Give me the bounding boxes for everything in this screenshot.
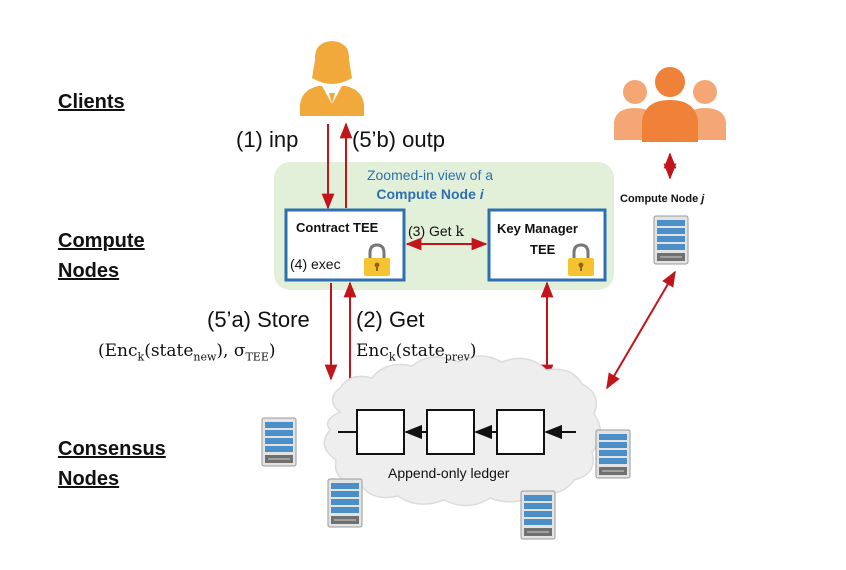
row-label-consensus-nodes: Nodes	[58, 468, 120, 490]
server-icon	[595, 429, 631, 479]
get-key-symbol: k	[455, 224, 464, 240]
server-icon	[261, 417, 297, 467]
compute-node-j-label: Compute Node j	[620, 193, 704, 205]
ledger-block	[356, 409, 405, 455]
zoom-caption-line1: Zoomed-in view of a	[366, 167, 494, 183]
exec-label: (4) exec	[290, 256, 341, 272]
formula-part: ), σ	[216, 341, 246, 361]
zoom-caption: Zoomed-in view of a Compute Node i	[330, 166, 530, 204]
compute-node-j-text: Compute Node	[620, 193, 699, 205]
formula-part: Enc	[356, 341, 389, 361]
store-formula: (Enck(statenew), σTEE)	[98, 341, 276, 363]
output-label: (5’b) outp	[352, 127, 445, 152]
formula-part: )	[469, 341, 477, 361]
server-icon	[520, 490, 556, 540]
row-label-compute: Compute	[58, 230, 145, 252]
ledger-block	[496, 409, 545, 455]
lock-icon	[364, 243, 390, 276]
formula-part: (state	[144, 341, 194, 361]
server-icon	[327, 478, 363, 528]
key-manager-label-line1: Key Manager	[497, 221, 578, 236]
zoom-node-text: Compute Node	[376, 186, 476, 202]
row-label-nodes: Nodes	[58, 260, 120, 282]
formula-part: TEE	[245, 350, 269, 364]
server-icon	[653, 215, 689, 265]
user-icon	[300, 41, 364, 116]
compute-j-ledger-arrow	[606, 270, 676, 390]
lock-icon	[568, 243, 594, 276]
ledger-block	[426, 409, 475, 455]
input-label: (1) inp	[236, 127, 299, 152]
compute-node-j-index: j	[701, 193, 705, 205]
formula-part: k	[388, 350, 396, 364]
get-key-label: (3) Get k	[408, 223, 464, 240]
formula-part: prev	[444, 350, 470, 364]
formula-part: (state	[395, 341, 445, 361]
key-manager-label-line2: TEE	[530, 242, 556, 257]
zoom-node-index: i	[479, 186, 484, 202]
formula-part: (Enc	[98, 341, 138, 361]
zoom-caption-line2: Compute Node i	[330, 185, 530, 204]
store-label: (5’a) Store	[207, 307, 310, 332]
get-state-formula: Enck(stateprev)	[356, 341, 476, 363]
formula-part: )	[268, 341, 276, 361]
row-label-consensus: Consensus	[58, 438, 166, 460]
get-key-text: (3) Get	[408, 223, 452, 239]
get-state-label: (2) Get	[356, 307, 425, 332]
row-label-clients: Clients	[58, 91, 125, 113]
ledger-label: Append-only ledger	[388, 465, 510, 481]
contract-tee-label: Contract TEE	[296, 220, 379, 235]
users-icon	[614, 67, 726, 142]
formula-part: k	[137, 350, 145, 364]
formula-part: new	[193, 350, 217, 364]
